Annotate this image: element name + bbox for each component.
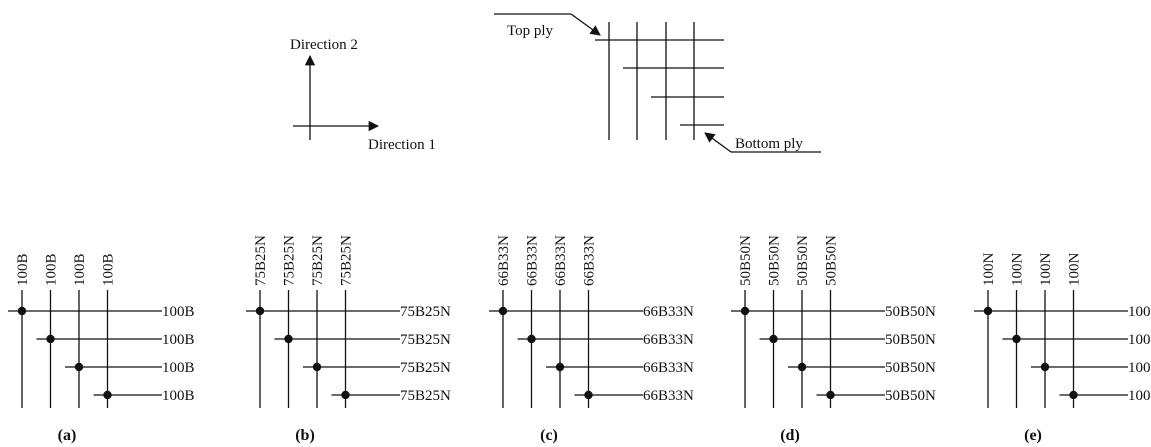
horizontal-ply-label: 66B33N [643,332,694,348]
intersection-dot [341,390,350,400]
vertical-ply-label: 100B [72,253,88,286]
intersection-dot [797,362,807,372]
vertical-ply-label: 66B33N [582,235,598,286]
horizontal-ply-label: 66B33N [643,360,694,376]
panel-caption: (b) [295,427,315,444]
vertical-ply-label: 75B25N [310,235,326,286]
intersection-dot [769,334,778,344]
top-ply-label: Top ply [507,23,554,39]
intersection-dot [1012,334,1021,344]
horizontal-ply-label: 100N [1128,388,1151,404]
direction-2-label: Direction 2 [290,37,358,53]
horizontal-ply-label: 50B50N [885,304,936,320]
panel-e: 100N 100N 100N 100N 100N 100N 100N 100N (e) [974,253,1151,444]
vertical-ply-label: 75B25N [282,235,298,286]
vertical-ply-label: 100N [981,253,997,287]
intersection-dot [983,306,993,316]
intersection-dot [255,306,265,316]
intersection-dot [312,362,322,372]
panel-caption: (a) [58,427,77,444]
vertical-ply-label: 100B [101,253,117,286]
horizontal-ply-label: 66B33N [643,304,694,320]
panel-b: 75B25N 75B25N 75B25N 75B25N 75B25N 75B25N 75B2… [246,235,451,444]
horizontal-ply-label: 75B25N [400,332,451,348]
ply-stack-legend: Top ply Bottom ply [494,13,821,153]
intersection-dot [527,334,536,344]
layup-panels: 100B 100B 100B 100B 100B 100B 100B 100B (a) 75B25… [8,235,1151,444]
vertical-ply-label: 75B25N [339,235,355,286]
horizontal-ply-label: 50B50N [885,332,936,348]
vertical-ply-label: 50B50N [795,235,811,286]
vertical-ply-label: 50B50N [738,235,754,286]
vertical-ply-label: 100N [1067,253,1083,287]
bottom-ply-arrow [704,132,732,153]
intersection-dot [1040,362,1050,372]
horizontal-ply-label: 100N [1128,332,1151,348]
panel-caption: (e) [1024,427,1042,444]
vertical-ply-label: 50B50N [767,235,783,286]
horizontal-ply-label: 75B25N [400,304,451,320]
horizontal-ply-label: 75B25N [400,360,451,376]
intersection-dot [46,334,55,344]
intersection-dot [584,390,593,400]
intersection-dot [740,306,750,316]
intersection-dot [555,362,565,372]
intersection-dot [74,362,84,372]
vertical-ply-label: 100B [15,253,31,286]
intersection-dot [1069,390,1078,400]
vertical-ply-label: 66B33N [496,235,512,286]
panel-caption: (d) [780,427,800,444]
vertical-ply-label: 100N [1038,253,1054,287]
panel-d: 50B50N 50B50N 50B50N 50B50N 50B50N 50B50N 50B5… [731,235,936,444]
vertical-ply-label: 100N [1010,253,1026,287]
horizontal-ply-label: 66B33N [643,388,694,404]
top-ply-arrow [570,13,601,36]
bottom-ply-label: Bottom ply [735,136,803,152]
horizontal-ply-label: 50B50N [885,388,936,404]
direction-axes: Direction 2 Direction 1 [290,37,436,153]
intersection-dot [826,390,835,400]
intersection-dot [17,306,27,316]
panel-a: 100B 100B 100B 100B 100B 100B 100B 100B (a) [8,253,195,444]
horizontal-ply-label: 100N [1128,360,1151,376]
horizontal-ply-label: 100B [162,304,195,320]
vertical-ply-label: 50B50N [824,235,840,286]
intersection-dot [103,390,112,400]
vertical-ply-label: 75B25N [253,235,269,286]
intersection-dot [284,334,293,344]
direction-1-label: Direction 1 [368,137,436,153]
panel-caption: (c) [540,427,558,444]
horizontal-ply-label: 50B50N [885,360,936,376]
panel-c: 66B33N 66B33N 66B33N 66B33N 66B33N 66B33N 66B3… [489,235,694,444]
horizontal-ply-label: 100B [162,360,195,376]
horizontal-ply-label: 100B [162,388,195,404]
vertical-ply-label: 100B [44,253,60,286]
horizontal-ply-label: 75B25N [400,388,451,404]
vertical-ply-label: 66B33N [553,235,569,286]
horizontal-ply-label: 100B [162,332,195,348]
intersection-dot [498,306,508,316]
horizontal-ply-label: 100N [1128,304,1151,320]
vertical-ply-label: 66B33N [525,235,541,286]
